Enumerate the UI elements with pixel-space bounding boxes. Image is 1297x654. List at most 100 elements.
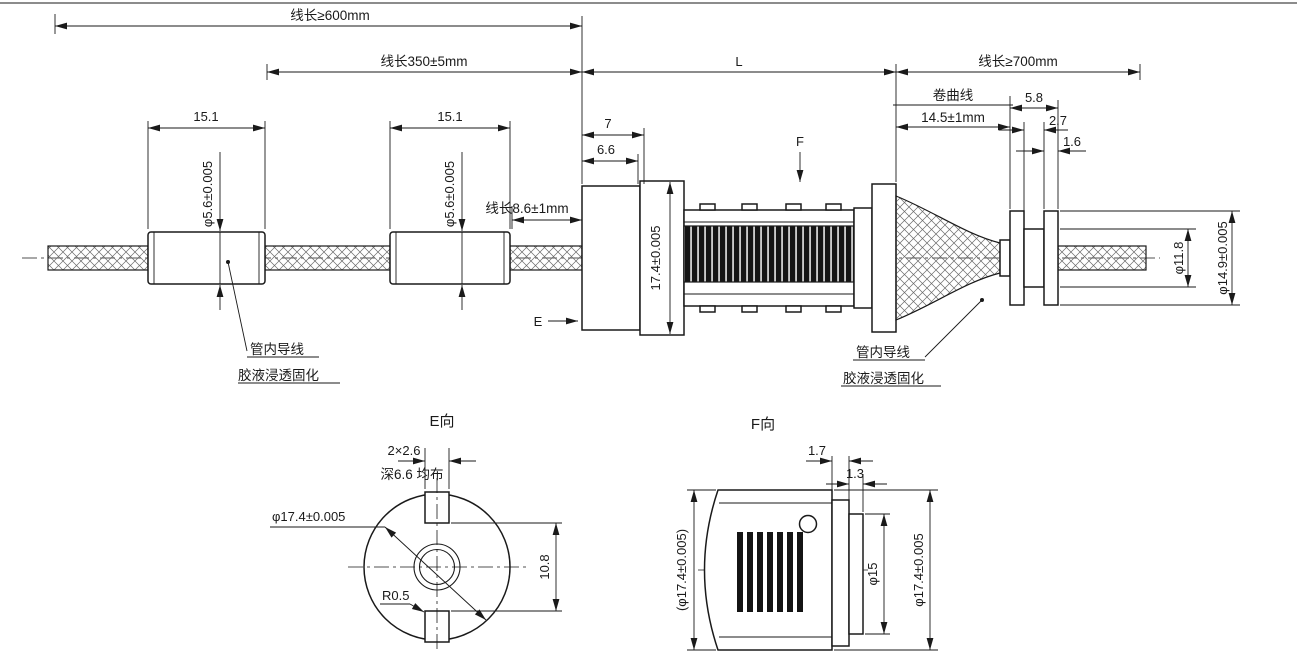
cable-tip bbox=[999, 210, 1059, 306]
flange-inner bbox=[853, 207, 873, 309]
coil-tab bbox=[785, 203, 802, 211]
dim-wire-700: 线长≥700mm bbox=[896, 54, 1141, 80]
dim-body-dia-label: 17.4±0.005 bbox=[648, 226, 663, 291]
main-assembly-view: 线长≥600mm 线长350±5mm L 线长≥700mm 卷曲线 14.5±1… bbox=[22, 8, 1240, 387]
dim-f-dia-ref-label: (φ17.4±0.005) bbox=[674, 529, 689, 611]
dim-f-dia: φ17.4±0.005 bbox=[834, 489, 938, 651]
tip-groove bbox=[1023, 228, 1045, 288]
dim-f-1-7: 1.7 bbox=[806, 443, 873, 512]
dim-wire-8-6-label: 线长8.6±1mm bbox=[485, 201, 568, 216]
ferrule-2 bbox=[389, 231, 511, 285]
dim-body-dia: 17.4±0.005 bbox=[648, 182, 674, 334]
dim-6-6: 6.6 bbox=[582, 142, 639, 184]
dim-e-depth-label: 深6.6 均布 bbox=[380, 467, 443, 482]
dim-2-7: 2.7 bbox=[999, 113, 1068, 227]
callout-left-line1: 管内导线 bbox=[250, 342, 304, 357]
coil-tab bbox=[699, 305, 716, 313]
cable-segment-1 bbox=[47, 245, 149, 271]
dim-5-8: 5.8 bbox=[1010, 90, 1059, 209]
flange-outer bbox=[871, 183, 897, 333]
connector-body-main bbox=[639, 180, 685, 336]
dim-L: L bbox=[582, 54, 897, 182]
coil-section bbox=[683, 203, 855, 313]
cable-segment-3 bbox=[509, 245, 583, 271]
callout-right-line2: 胶液浸透固化 bbox=[843, 370, 924, 386]
dim-14-9-label: φ14.9±0.005 bbox=[1215, 221, 1230, 294]
view-e: E向 2×2.6 深6.6 均布 φ17.4±0.005 R0.5 bbox=[270, 413, 562, 653]
f-flange-1 bbox=[831, 499, 850, 647]
dim-7: 7 bbox=[582, 116, 645, 184]
view-e-letter: E bbox=[534, 314, 543, 329]
view-f-title: F向 bbox=[751, 416, 775, 433]
dim-e-fillet: R0.5 bbox=[380, 588, 425, 613]
dim-7-label: 7 bbox=[604, 116, 611, 131]
dim-5-8-label: 5.8 bbox=[1025, 90, 1043, 105]
f-flange-2 bbox=[848, 513, 864, 635]
dim-e-10-8-label: 10.8 bbox=[537, 554, 552, 579]
dim-ferrule1-dia: φ5.6±0.005 bbox=[200, 152, 224, 310]
dim-2-7-label: 2.7 bbox=[1049, 113, 1067, 128]
callout-right: 管内导线 胶液浸透固化 bbox=[841, 298, 984, 387]
ferrule-1 bbox=[147, 231, 266, 285]
dim-e-dia: φ17.4±0.005 bbox=[270, 509, 487, 621]
dim-e-slots-label: 2×2.6 bbox=[388, 443, 421, 458]
dim-f-1-3-label: 1.3 bbox=[846, 466, 864, 481]
dim-1-6-label: 1.6 bbox=[1063, 134, 1081, 149]
dim-wire-350-label: 线长350±5mm bbox=[381, 54, 468, 69]
dim-e-10-8: 10.8 bbox=[451, 522, 562, 612]
view-arrow-f: F bbox=[796, 134, 804, 182]
coil-tab bbox=[741, 203, 758, 211]
dim-L-label: L bbox=[735, 54, 742, 69]
dim-f-15: φ15 bbox=[865, 513, 890, 635]
dim-ferrule2-length-label: 15.1 bbox=[437, 109, 462, 124]
coil-wire-label: 卷曲线 bbox=[933, 88, 974, 103]
cable-segment-4 bbox=[1057, 245, 1147, 271]
coil-wire-dim: 14.5±1mm bbox=[921, 110, 985, 125]
dim-f-1-7-label: 1.7 bbox=[808, 443, 826, 458]
dim-11-8-label: φ11.8 bbox=[1171, 242, 1186, 275]
callout-left: 管内导线 胶液浸透固化 bbox=[226, 260, 340, 384]
dim-f-dia-label: φ17.4±0.005 bbox=[911, 533, 926, 606]
dim-wire-600: 线长≥600mm bbox=[54, 8, 583, 184]
dim-1-6: 1.6 bbox=[1016, 134, 1086, 155]
dim-ferrule2-length: 15.1 bbox=[389, 109, 511, 229]
dim-wire-600-label: 线长≥600mm bbox=[290, 8, 369, 23]
coil-tab bbox=[825, 203, 842, 211]
coil-tab bbox=[699, 203, 716, 211]
boot-cone bbox=[895, 195, 1001, 321]
tip-flange-right bbox=[1043, 210, 1059, 306]
view-arrow-e: E bbox=[534, 314, 578, 329]
dim-e-dia-label: φ17.4±0.005 bbox=[272, 509, 345, 524]
f-coil-window bbox=[737, 532, 803, 612]
dim-f-15-label: φ15 bbox=[865, 563, 880, 586]
view-f-letter: F bbox=[796, 134, 804, 149]
coil-spring bbox=[683, 225, 855, 283]
dim-e-slots: 2×2.6 深6.6 均布 bbox=[380, 443, 476, 489]
dim-ferrule1-dia-label: φ5.6±0.005 bbox=[200, 161, 215, 227]
dim-f-dia-ref: (φ17.4±0.005) bbox=[674, 489, 716, 651]
dim-coil-wire: 卷曲线 14.5±1mm bbox=[893, 88, 1013, 209]
callout-right-line1: 管内导线 bbox=[856, 345, 910, 360]
dim-14-9: φ14.9±0.005 bbox=[1060, 210, 1240, 306]
dim-ferrule1-length-label: 15.1 bbox=[193, 109, 218, 124]
coil-tab bbox=[785, 305, 802, 313]
dim-wire-350: 线长350±5mm bbox=[266, 54, 582, 80]
dim-11-8: φ11.8 bbox=[1060, 228, 1196, 288]
coil-tab bbox=[825, 305, 842, 313]
tip-flange-left bbox=[1009, 210, 1025, 306]
dim-ferrule2-dia-label: φ5.6±0.005 bbox=[442, 161, 457, 227]
callout-left-line2: 胶液浸透固化 bbox=[238, 367, 319, 383]
dim-f-1-3: 1.3 bbox=[826, 466, 887, 512]
dim-ferrule1-length: 15.1 bbox=[147, 109, 266, 229]
dim-6-6-label: 6.6 bbox=[597, 142, 615, 157]
coil-tab bbox=[741, 305, 758, 313]
view-e-title: E向 bbox=[429, 413, 454, 430]
connector-body-front bbox=[581, 185, 641, 331]
dim-wire-8-6: 线长8.6±1mm bbox=[485, 201, 582, 229]
f-pin-hole bbox=[798, 514, 818, 534]
dim-wire-700-label: 线长≥700mm bbox=[978, 54, 1057, 69]
cable-segment-2 bbox=[264, 245, 391, 271]
dim-ferrule2-dia: φ5.6±0.005 bbox=[442, 152, 466, 310]
